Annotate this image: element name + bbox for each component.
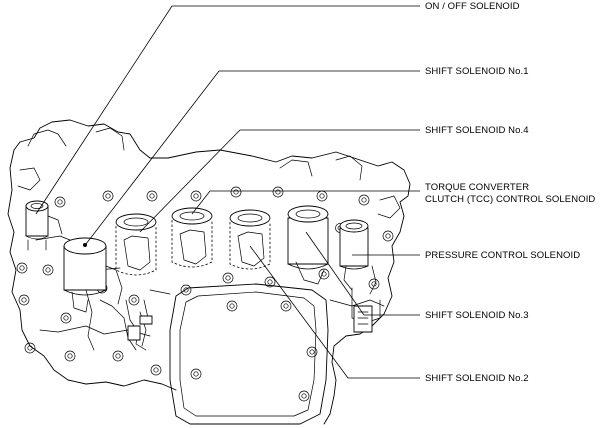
label-tcc-line-1: TORQUE CONVERTER — [425, 182, 529, 193]
leader-tcc — [191, 190, 420, 215]
label-pressure-control-solenoid: PRESSURE CONTROL SOLENOID — [425, 250, 580, 261]
label-on-off-solenoid: ON / OFF SOLENOID — [425, 1, 520, 12]
leader-shift-2 — [249, 245, 420, 379]
label-tcc-line-2: CLUTCH (TCC) CONTROL SOLENOID — [425, 194, 595, 205]
leader-shift-1 — [85, 70, 420, 245]
label-shift-solenoid-3: SHIFT SOLENOID No.3 — [425, 310, 529, 321]
valve-body-drawing — [7, 119, 411, 425]
leader-shift-4 — [139, 129, 420, 233]
callout-labels: ON / OFF SOLENOID SHIFT SOLENOID No.1 SH… — [425, 1, 595, 384]
label-shift-solenoid-2: SHIFT SOLENOID No.2 — [425, 373, 529, 384]
label-shift-solenoid-1: SHIFT SOLENOID No.1 — [425, 66, 529, 77]
leader-on-off — [35, 5, 420, 215]
leader-lines — [35, 5, 420, 379]
label-shift-solenoid-4: SHIFT SOLENOID No.4 — [425, 125, 529, 136]
leader-shift-3 — [305, 231, 420, 316]
